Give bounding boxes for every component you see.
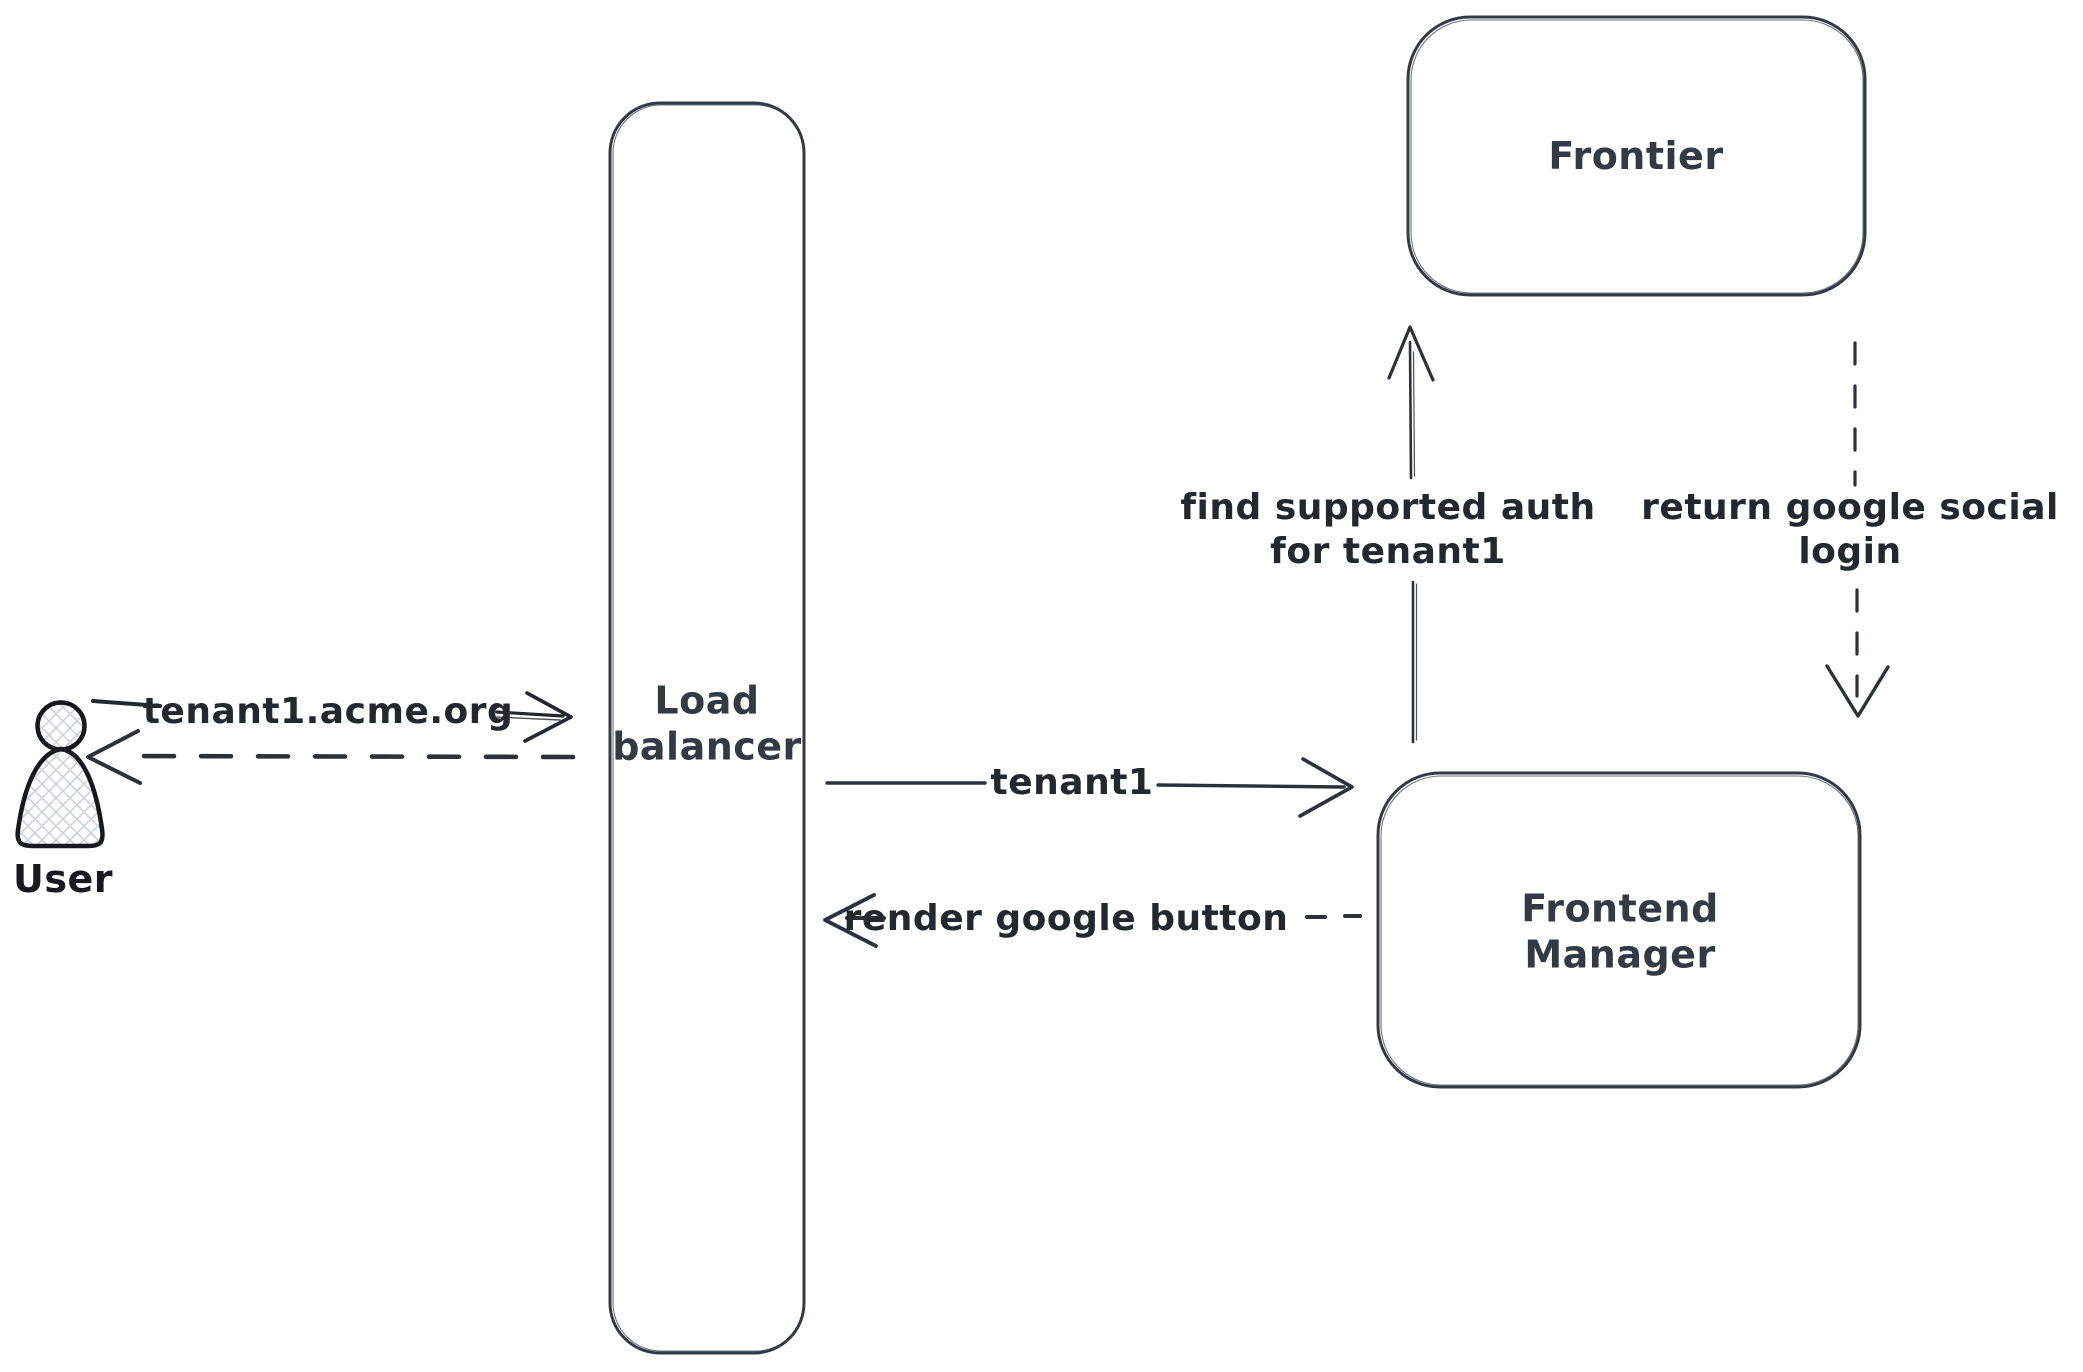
tenant1-arrow — [825, 757, 1354, 818]
frontend-manager-label: Frontend Manager — [1521, 886, 1719, 979]
lb-response-arrow — [86, 729, 576, 785]
render-google-button-arrow-label: render google button — [843, 898, 1289, 940]
tenant1-arrow-label: tenant1 — [990, 762, 1154, 804]
load-balancer-label-line1: Load — [654, 678, 760, 723]
load-balancer-label-line2: balancer — [612, 725, 802, 769]
user-request-arrow-label: tenant1.acme.org — [142, 691, 514, 733]
render-google-button-arrow — [823, 893, 1362, 948]
find-supported-auth-arrow-label: find supported auth for tenant1 — [1180, 486, 1595, 574]
return-google-social-label-line1: return google social — [1641, 487, 2059, 529]
frontier-node — [1406, 15, 1867, 297]
frontend-manager-node — [1376, 771, 1862, 1089]
frontier-label: Frontier — [1548, 133, 1724, 178]
return-google-social-arrow — [1825, 341, 1890, 718]
user-request-arrow — [91, 691, 573, 743]
find-supported-auth-label-line2: for tenant1 — [1270, 531, 1506, 572]
return-google-social-label-line2: login — [1798, 531, 1902, 572]
frontend-manager-label-line1: Frontend — [1521, 886, 1719, 931]
find-supported-auth-arrow — [1387, 325, 1435, 744]
load-balancer-node — [608, 101, 806, 1355]
find-supported-auth-label-line1: find supported auth — [1180, 487, 1596, 529]
load-balancer-label: Load balancer — [612, 678, 802, 771]
frontend-manager-label-line2: Manager — [1524, 933, 1716, 977]
user-icon — [15, 700, 105, 849]
return-google-social-arrow-label: return google social login — [1641, 486, 2059, 574]
user-label: User — [13, 856, 113, 901]
